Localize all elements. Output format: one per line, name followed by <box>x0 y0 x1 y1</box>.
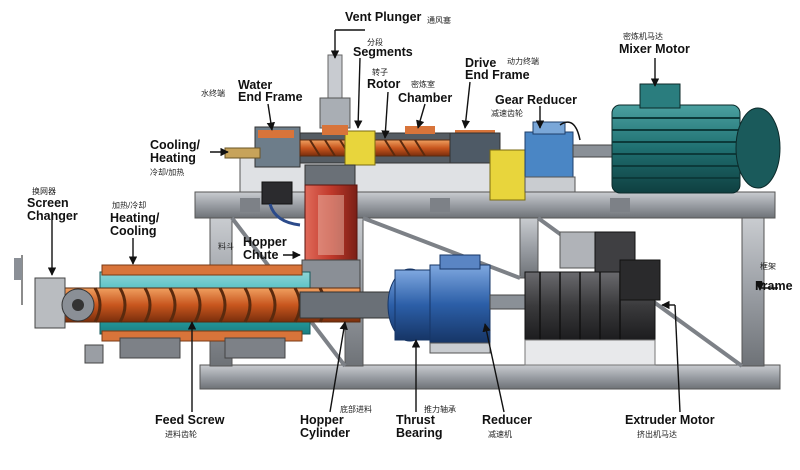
cooling-heating-label-line2: Heating <box>150 151 196 165</box>
rotor-cn-label: 转子 <box>372 68 388 77</box>
thrust-bearing <box>387 268 433 342</box>
mixer-motor-cn-label: 密炼机马达 <box>623 32 663 41</box>
frame-cn-label: 框架 <box>760 262 776 271</box>
segments-label: Segments <box>353 45 413 59</box>
extruder-motor <box>524 231 661 366</box>
hopper-cylinder-cn-label: 底部进料 <box>340 405 372 414</box>
heating-cooling-label-line2: Cooling <box>110 224 157 238</box>
screen-changer-label-line2: Changer <box>27 209 78 223</box>
thrust-bearing-label-line2: Bearing <box>396 426 443 440</box>
segments-cn-label: 分段 <box>367 38 383 47</box>
gear-reducer <box>524 121 614 193</box>
drive-end-frame-label-line1: Drive <box>465 56 497 70</box>
heating-cooling-label-line1: Heating/ <box>110 211 160 225</box>
reducer <box>429 254 531 354</box>
vent-plunger-label: Vent Plunger <box>345 10 422 24</box>
mixer-motor-label: Mixer Motor <box>619 42 690 56</box>
mixer-assembly <box>224 54 526 227</box>
feed-screw-cn-label: 进料齿轮 <box>165 430 197 439</box>
water-end-frame-cn-label: 水终端 <box>201 89 225 98</box>
mixer-motor <box>611 83 781 194</box>
leader-lines <box>47 29 778 413</box>
drive-end-frame-cn-label: 动力终端 <box>507 57 539 66</box>
hopper-chute-label-line1: Hopper <box>243 235 287 249</box>
screen-changer-cn-label: 换网器 <box>32 187 56 196</box>
water-end-frame-label-line1: Water <box>238 78 273 92</box>
vent-plunger-cn-label: 通风塞 <box>427 16 451 25</box>
hopper-cylinder-label-line1: Hopper <box>300 413 344 427</box>
drive-end-frame-label-line2: End Frame <box>465 68 530 82</box>
cooling-heating-cn-label: 冷却/加热 <box>150 168 185 177</box>
rotor-label: Rotor <box>367 77 401 91</box>
frame-label: Frame <box>755 279 793 293</box>
extruder-motor-cn-label: 挤出机马达 <box>637 430 677 439</box>
hopper-cylinder-label-line2: Cylinder <box>300 426 351 440</box>
cooling-heating-label-line1: Cooling/ <box>150 138 200 152</box>
hopper-chute-label-line2: Chute <box>243 248 279 262</box>
screen-changer <box>14 255 104 364</box>
thrust-bearing-cn-label: 推力轴承 <box>424 405 456 414</box>
gear-reducer-label: Gear Reducer <box>495 93 577 107</box>
water-end-frame-label-line2: End Frame <box>238 90 303 104</box>
screen-changer-label-line1: Screen <box>27 196 69 210</box>
heating-cooling-cn-label: 加热/冷却 <box>112 201 147 210</box>
thrust-bearing-label-line1: Thrust <box>396 413 435 427</box>
extruder-motor-label: Extruder Motor <box>625 413 715 427</box>
reducer-cn-label: 减速机 <box>488 430 512 439</box>
reducer-label: Reducer <box>482 413 533 427</box>
chamber-label: Chamber <box>398 91 453 105</box>
gear-reducer-cn-label: 减速齿轮 <box>491 109 523 118</box>
chamber-cn-label: 密炼室 <box>411 80 435 89</box>
hopper-chute <box>301 184 361 291</box>
hopper-chute-cn-label: 料斗 <box>218 242 234 251</box>
feed-screw-label: Feed Screw <box>155 413 225 427</box>
